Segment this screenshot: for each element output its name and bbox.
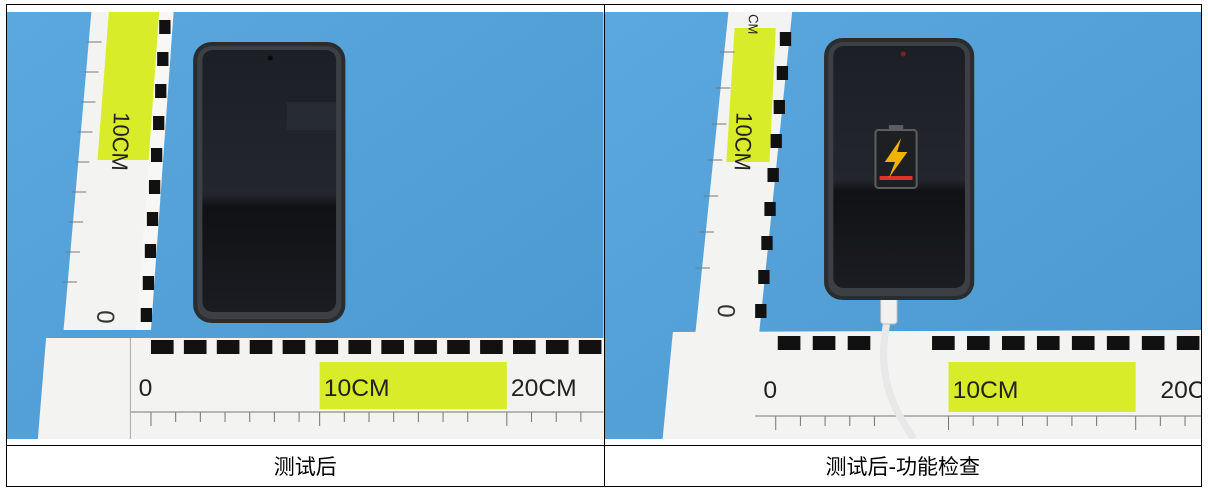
battery-charging-icon (873, 124, 918, 189)
caption-after-test: 测试后 (6, 445, 605, 487)
photo-row: 10CM 0 (6, 4, 1202, 446)
horizontal-ruler-zero: 0 (139, 375, 153, 402)
photo-table: 10CM 0 (6, 4, 1202, 487)
horizontal-ruler-twenty: 20C (1160, 377, 1201, 404)
phone-device (823, 37, 974, 300)
horizontal-ruler-zero: 0 (763, 377, 777, 404)
vertical-ruler-zero: 0 (711, 303, 739, 317)
photo-phone-after-test: 10CM 0 (7, 11, 604, 439)
photo-cell-after-test: 10CM 0 (6, 4, 605, 446)
horizontal-ruler-twenty: 20CM (511, 375, 577, 402)
caption-row: 测试后 测试后-功能检查 (6, 445, 1202, 487)
photo-phone-charging: CM 10CM 0 (604, 11, 1201, 439)
horizontal-ruler-ten: 10CM (324, 375, 390, 402)
vertical-ruler-label: 10CM (107, 111, 134, 170)
caption-function-check: 测试后-功能检查 (603, 445, 1202, 487)
photo-cell-function-check: CM 10CM 0 (603, 4, 1202, 446)
vertical-ruler-label: 10CM (729, 111, 756, 170)
vertical-ruler-top-label: CM (745, 13, 761, 34)
phone-device (193, 41, 346, 323)
vertical-ruler-zero: 0 (91, 309, 119, 323)
horizontal-ruler-ten: 10CM (952, 377, 1018, 404)
